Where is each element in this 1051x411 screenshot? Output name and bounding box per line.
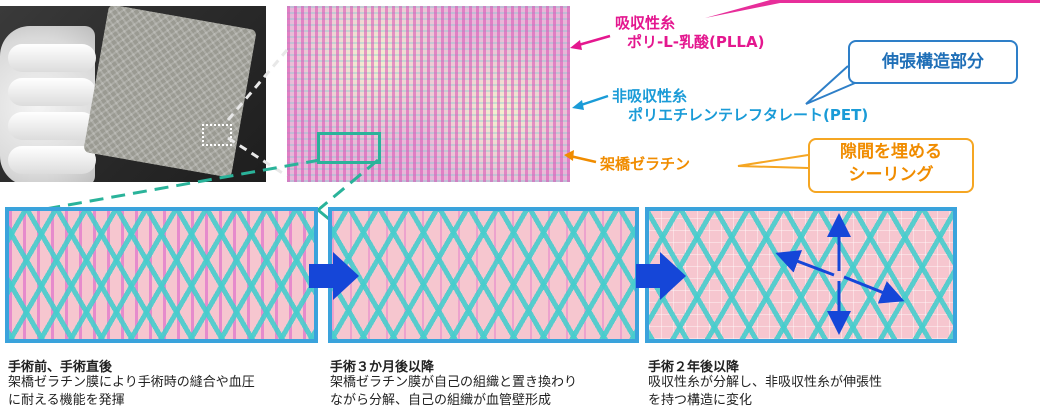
stage-2-line-1: 架橋ゼラチン膜が自己の組織と置き換わり	[330, 375, 578, 390]
stage-2-title: 手術３か月後以降	[330, 360, 435, 375]
stage-3-description: 吸収性糸が分解し、非吸収性糸が伸張性 を持つ構造に変化	[648, 374, 882, 410]
stage-3-title: 手術２年後以降	[648, 360, 740, 375]
stage-1-line-1: 架橋ゼラチン膜により手術時の縫合や血圧	[8, 375, 255, 390]
stage-3-line-1: 吸収性糸が分解し、非吸収性糸が伸張性	[648, 375, 883, 390]
textile-selection-box	[317, 132, 381, 164]
pet-name: ポリエチレンテレフタレート(PET)	[628, 106, 869, 124]
pet-title: 非吸収性糸	[612, 87, 688, 105]
stage-2-description: 架橋ゼラチン膜が自己の組織と置き換わり ながら分解、自己の組織が血管壁形成	[330, 374, 577, 410]
pet-pointer	[577, 94, 609, 108]
sealing-callout-tail	[737, 154, 809, 169]
gelatin-pointer	[569, 154, 597, 164]
top-callout-edge	[705, 0, 1040, 18]
stage-3-line-2: を持つ構造に変化	[648, 393, 753, 408]
stage-1-title: 手術前、手術直後	[8, 360, 113, 375]
sealing-line-2: シーリング	[848, 165, 934, 185]
progress-arrow-2	[636, 252, 686, 300]
zoom-line-top	[226, 49, 289, 121]
sealing-line-1: 隙間を埋める	[840, 142, 942, 162]
green-zoom-left	[39, 158, 321, 212]
stage-1-line-2: に耐える機能を発揮	[8, 393, 125, 408]
gelatin-label: 架橋ゼラチン	[600, 155, 691, 173]
plla-label: 吸収性糸 ポリ-L-乳酸(PLLA)	[615, 14, 764, 52]
stage-panel-2years	[645, 207, 957, 343]
stage-panel-preop	[5, 207, 318, 343]
zoom-line-bottom	[227, 136, 288, 178]
plla-name: ポリ-L-乳酸(PLLA)	[627, 33, 765, 51]
stretch-structure-callout: 伸張構造部分	[848, 40, 1018, 84]
plla-title: 吸収性糸	[615, 14, 676, 32]
green-zoom-right	[317, 158, 379, 212]
stage-panel-3months	[328, 207, 639, 343]
stage-2-line-2: ながら分解、自己の組織が血管壁形成	[330, 393, 552, 408]
progress-arrow-1	[309, 252, 359, 300]
pet-label: 非吸収性糸 ポリエチレンテレフタレート(PET)	[612, 87, 868, 125]
stretch-arrows	[775, 213, 905, 335]
textile-closeup	[287, 6, 570, 182]
stage-1-description: 架橋ゼラチン膜により手術時の縫合や血圧 に耐える機能を発揮	[8, 374, 255, 410]
gloved-hand	[0, 26, 96, 182]
graft-photo	[0, 6, 266, 182]
sealing-callout: 隙間を埋める シーリング	[808, 138, 974, 193]
photo-selection-box	[202, 124, 232, 146]
